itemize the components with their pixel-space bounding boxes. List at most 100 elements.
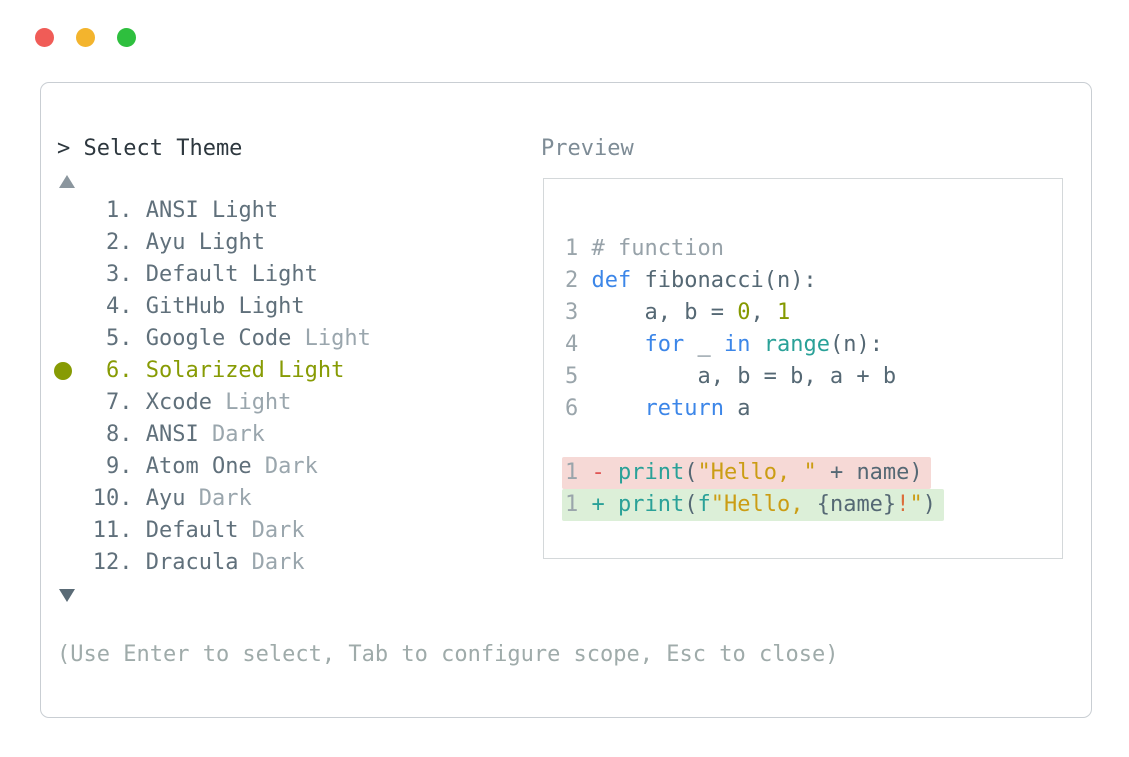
theme-number: 10. — [53, 486, 146, 511]
window-controls — [35, 28, 136, 47]
theme-variant: Light — [225, 294, 305, 319]
theme-number: 12. — [53, 550, 146, 575]
token-code — [750, 332, 763, 357]
theme-variant: Light — [264, 358, 345, 383]
theme-variant: Dark — [238, 518, 305, 543]
token-code: a, b = — [591, 300, 738, 325]
theme-name: Solarized — [145, 358, 265, 383]
code-line: 5 a, b = b, a + b — [565, 361, 1062, 393]
theme-number: 6. — [53, 358, 146, 383]
theme-option-4[interactable]: 4. GitHub Light — [53, 291, 371, 323]
theme-variant: Light — [211, 390, 292, 415]
token-added: + — [591, 492, 605, 517]
line-number: 3 — [565, 300, 592, 325]
theme-number: 1. — [53, 198, 146, 223]
theme-name: Xcode — [145, 390, 212, 415]
theme-variant: Dark — [238, 550, 305, 575]
diff-block: 1 - print("Hello, " + name)1 + print(f"H… — [562, 457, 1062, 521]
theme-name: Ayu — [145, 230, 186, 255]
token-removed: - — [591, 460, 605, 485]
code-line: 2 def fibonacci(n): — [565, 265, 1062, 297]
token-code — [592, 332, 645, 357]
theme-name: Google Code — [145, 326, 292, 351]
theme-picker-panel: > Select Theme Preview 1. ANSI Light 2. … — [40, 82, 1092, 718]
theme-option-8[interactable]: 8. ANSI Dark — [53, 419, 371, 451]
theme-name: Ayu — [145, 486, 186, 511]
theme-number: 8. — [53, 422, 146, 447]
theme-option-12[interactable]: 12. Dracula Dark — [53, 547, 371, 579]
token-keyword: in — [723, 332, 751, 357]
line-number: 2 — [565, 268, 592, 293]
theme-number: 5. — [53, 326, 146, 351]
code-line: 6 return a — [565, 393, 1062, 425]
diff-line-removed: 1 - print("Hello, " + name) — [562, 457, 1062, 489]
selected-bullet-icon — [54, 362, 72, 380]
scroll-down-icon[interactable] — [59, 589, 75, 602]
theme-variant: Light — [238, 262, 318, 287]
theme-variant: Dark — [198, 422, 265, 447]
token-code: (n): — [829, 332, 883, 357]
theme-name: Default — [145, 262, 239, 287]
theme-number: 3. — [53, 262, 146, 287]
theme-option-6[interactable]: 6. Solarized Light — [53, 355, 371, 387]
code-line: 3 a, b = 0, 1 — [565, 297, 1062, 329]
footer-hint: (Use Enter to select, Tab to configure s… — [57, 642, 839, 667]
preview-heading: Preview — [541, 136, 634, 161]
token-number: 0 — [737, 300, 751, 325]
theme-name: GitHub — [145, 294, 226, 319]
token-code — [605, 460, 618, 485]
theme-name: ANSI — [145, 198, 199, 223]
theme-number: 11. — [53, 518, 146, 543]
token-code: {name} — [816, 492, 897, 517]
theme-option-7[interactable]: 7. Xcode Light — [53, 387, 371, 419]
token-code — [592, 396, 645, 421]
theme-name: Atom One — [145, 454, 252, 479]
minimize-button[interactable] — [76, 28, 95, 47]
token-code: a, b = b, a + b — [591, 364, 897, 389]
token-comment: # function — [591, 236, 724, 261]
theme-option-10[interactable]: 10. Ayu Dark — [53, 483, 371, 515]
theme-variant: Dark — [251, 454, 318, 479]
theme-variant: Light — [291, 326, 371, 351]
token-code: _ — [684, 332, 724, 357]
scroll-up-icon[interactable] — [59, 175, 75, 188]
token-string: " — [909, 492, 923, 517]
line-number: 4 — [565, 332, 592, 357]
token-code: a — [723, 396, 751, 421]
token-code: , — [750, 300, 777, 325]
theme-option-11[interactable]: 11. Default Dark — [53, 515, 371, 547]
token-code: ) — [922, 492, 936, 517]
token-code — [605, 492, 618, 517]
theme-variant: Light — [185, 230, 265, 255]
token-code: + name) — [816, 460, 923, 485]
theme-list: 1. ANSI Light 2. Ayu Light 3. Default Li… — [53, 195, 371, 579]
token-function: f — [697, 492, 711, 517]
theme-option-9[interactable]: 9. Atom One Dark — [53, 451, 371, 483]
theme-number: 9. — [53, 454, 146, 479]
theme-variant: Dark — [185, 486, 252, 511]
line-number: 5 — [565, 364, 592, 389]
theme-option-5[interactable]: 5. Google Code Light — [53, 323, 371, 355]
close-button[interactable] — [35, 28, 54, 47]
token-function: range — [763, 332, 830, 357]
theme-name: Dracula — [145, 550, 239, 575]
theme-variant: Light — [198, 198, 279, 223]
diff-highlight: 1 + print(f"Hello, {name}!") — [562, 489, 944, 521]
token-keyword: return — [644, 396, 724, 421]
line-number: 6 — [565, 396, 592, 421]
theme-number: 2. — [53, 230, 146, 255]
theme-name: Default — [145, 518, 239, 543]
token-orange: ! — [896, 492, 910, 517]
theme-option-3[interactable]: 3. Default Light — [53, 259, 371, 291]
line-number: 1 — [565, 236, 592, 261]
zoom-button[interactable] — [117, 28, 136, 47]
token-keyword: def — [591, 268, 632, 293]
theme-option-1[interactable]: 1. ANSI Light — [53, 195, 371, 227]
theme-option-2[interactable]: 2. Ayu Light — [53, 227, 371, 259]
theme-number: 4. — [53, 294, 146, 319]
token-code: ( — [684, 492, 698, 517]
diff-line-added: 1 + print(f"Hello, {name}!") — [562, 489, 1062, 521]
